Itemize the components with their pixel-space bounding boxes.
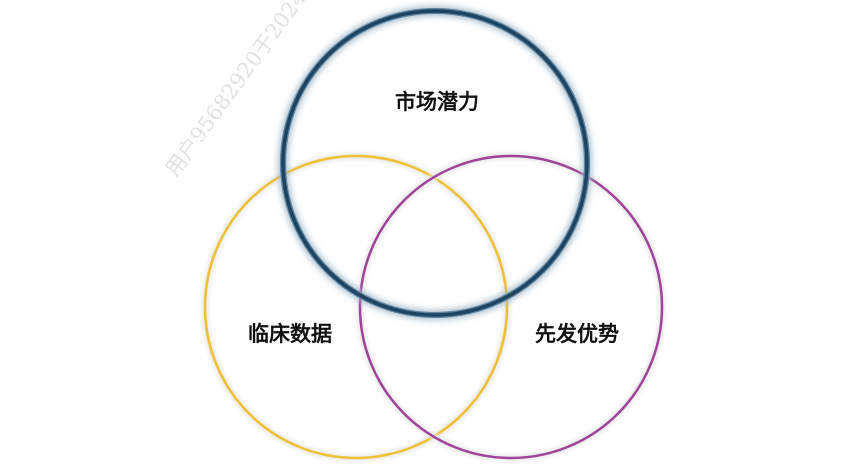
label-market-potential: 市场潜力 [395, 90, 479, 114]
label-first-mover-advantage: 先发优势 [535, 322, 619, 346]
circle-market-potential [278, 6, 592, 320]
circle-clinical-data-ring [203, 154, 509, 460]
circle-market-potential-ring [281, 9, 589, 317]
circle-clinical-data [202, 153, 510, 461]
circle-first-mover-advantage [357, 153, 665, 461]
label-clinical-data: 临床数据 [248, 322, 332, 346]
circle-first-mover-advantage-ring [358, 154, 664, 460]
